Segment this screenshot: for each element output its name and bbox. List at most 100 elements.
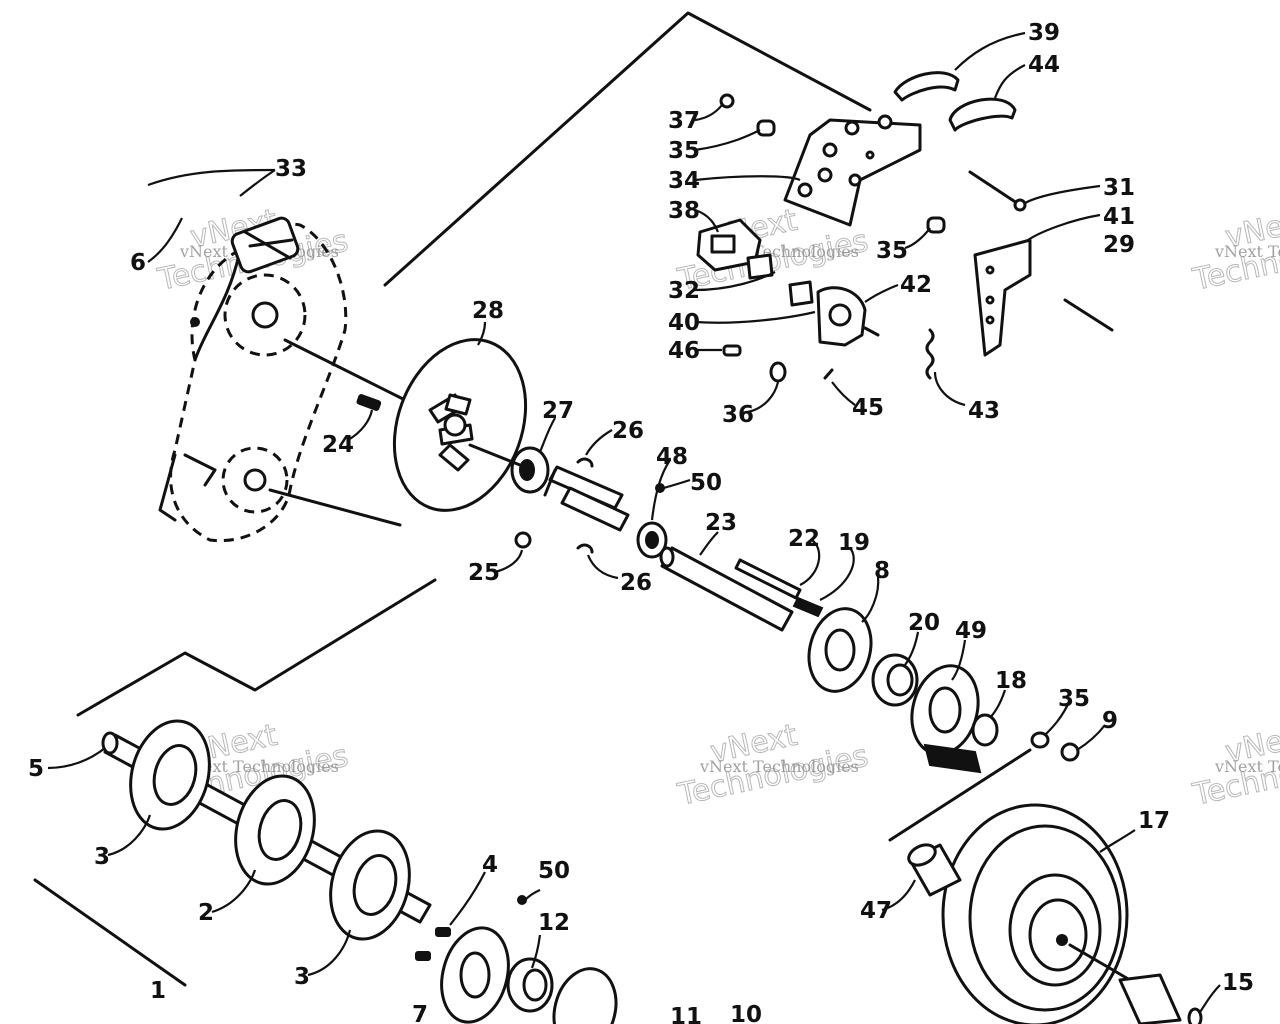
callout-12: 12 — [538, 910, 570, 936]
pad-39 — [893, 71, 960, 102]
block-38 — [696, 218, 762, 272]
callout-9: 9 — [1102, 708, 1118, 734]
spring-43 — [925, 328, 935, 380]
bracket-41 — [973, 238, 1032, 357]
callout-29: 29 — [1103, 232, 1135, 258]
callout-50: 50 — [690, 470, 722, 496]
callout-38: 38 — [668, 198, 700, 224]
callout-35: 35 — [668, 138, 700, 164]
callout-22: 22 — [788, 526, 820, 552]
dot-50-bottom — [517, 895, 527, 905]
pad-44 — [948, 97, 1017, 132]
callout-8: 8 — [874, 558, 890, 584]
callout-19: 19 — [838, 530, 870, 556]
block-32 — [746, 253, 814, 307]
watermark-center-mid: vNext Technologies vNext Technologies — [674, 717, 872, 813]
disc-hub-fins — [428, 393, 474, 472]
callout-labels: 39 44 37 35 34 31 38 41 35 29 32 42 40 4… — [28, 20, 1254, 1024]
pin-45 — [823, 368, 834, 380]
callout-3: 3 — [294, 964, 310, 990]
callout-32: 32 — [668, 278, 700, 304]
callout-33: 33 — [275, 156, 307, 182]
callout-46: 46 — [668, 338, 700, 364]
callout-31: 31 — [1103, 175, 1135, 201]
flange-lower-2 — [552, 967, 618, 1024]
callout-35: 35 — [1058, 686, 1090, 712]
shaft-23 — [659, 546, 794, 632]
callout-4: 4 — [482, 852, 498, 878]
callout-20: 20 — [908, 610, 940, 636]
bolt-31 — [968, 170, 1027, 212]
callout-24: 24 — [322, 432, 354, 458]
bushing-47 — [907, 843, 962, 897]
callout-26: 26 — [612, 418, 644, 444]
callout-36: 36 — [722, 402, 754, 428]
callout-39: 39 — [1028, 20, 1060, 46]
key-22 — [734, 558, 802, 600]
flange-49 — [910, 664, 982, 774]
callout-42: 42 — [900, 272, 932, 298]
screw-4 — [435, 927, 451, 937]
callout-6: 6 — [130, 250, 146, 276]
brake-disc — [392, 338, 528, 512]
caliper-42 — [816, 286, 880, 347]
callout-17: 17 — [1138, 808, 1170, 834]
sprocket-2 — [234, 774, 316, 886]
callout-49: 49 — [955, 618, 987, 644]
callout-40: 40 — [668, 310, 700, 336]
svg-text:vNext Technologies: vNext Technologies — [179, 757, 339, 776]
callout-7: 7 — [412, 1002, 428, 1024]
pin-46 — [722, 344, 742, 357]
callout-26: 26 — [620, 570, 652, 596]
screw-7 — [415, 951, 431, 961]
watermark-right-mid: vNext Technologies vNext Technologies — [1189, 717, 1280, 813]
callout-43: 43 — [968, 398, 1000, 424]
pulley-17 — [941, 803, 1132, 1024]
bearing-20 — [871, 653, 919, 707]
svg-text:vNext Technologies: vNext Technologies — [1214, 242, 1280, 261]
pin-15-region — [1118, 973, 1203, 1024]
flange-lower — [440, 926, 510, 1024]
callout-10: 10 — [730, 1002, 762, 1024]
sprocket-3-lower — [329, 829, 411, 941]
callout-23: 23 — [705, 510, 737, 536]
callout-3: 3 — [94, 844, 110, 870]
callout-15: 15 — [1222, 970, 1254, 996]
svg-text:vNext Technologies: vNext Technologies — [1214, 757, 1280, 776]
flange-8 — [807, 607, 873, 693]
callout-25: 25 — [468, 560, 500, 586]
shaft-26-segment — [543, 457, 630, 554]
nut-9 — [1060, 742, 1080, 762]
washer-35 — [1030, 731, 1050, 749]
bracket-34 — [783, 114, 922, 227]
callout-37: 37 — [668, 108, 700, 134]
callout-45: 45 — [852, 395, 884, 421]
callout-27: 27 — [542, 398, 574, 424]
bearing-48 — [636, 521, 668, 559]
watermark-right-top: vNext Technologies vNext Technologies — [1189, 202, 1280, 298]
callout-34: 34 — [668, 168, 700, 194]
spacer-35a — [756, 119, 776, 137]
callout-2: 2 — [198, 900, 214, 926]
callout-44: 44 — [1028, 52, 1060, 78]
bolt-29 — [1063, 298, 1114, 332]
callout-5: 5 — [28, 756, 44, 782]
callout-47: 47 — [860, 898, 892, 924]
chaincase-housing — [158, 216, 407, 543]
callout-11: 11 — [670, 1004, 702, 1024]
callout-18: 18 — [995, 668, 1027, 694]
callout-28: 28 — [472, 298, 504, 324]
clip-36 — [769, 361, 787, 383]
callout-35: 35 — [876, 238, 908, 264]
nut-37 — [719, 93, 735, 109]
callout-1: 1 — [150, 978, 166, 1004]
svg-text:vNext Technologies: vNext Technologies — [699, 757, 859, 776]
hub-27 — [468, 443, 550, 494]
bearing-12 — [506, 957, 554, 1013]
callout-50: 50 — [538, 858, 570, 884]
callout-48: 48 — [656, 444, 688, 470]
bolt-24 — [356, 394, 382, 411]
nut-25 — [514, 531, 532, 549]
screw-19 — [792, 596, 824, 618]
